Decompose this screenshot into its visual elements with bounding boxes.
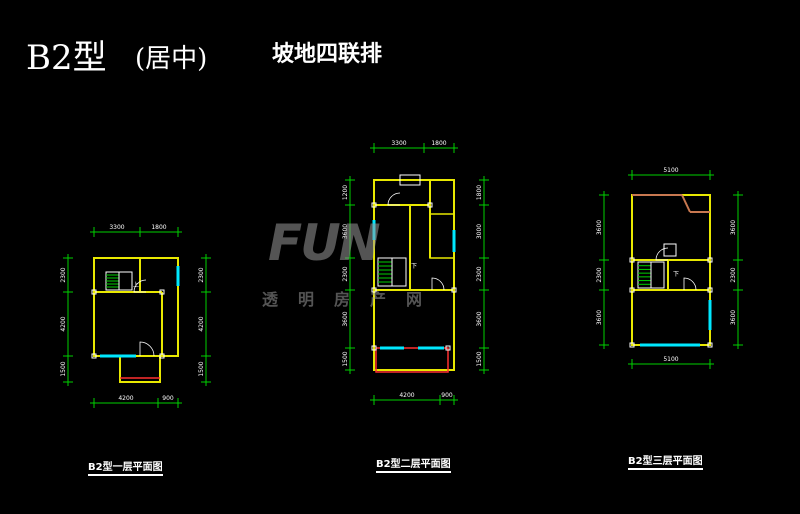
dimension-label: 4200: [198, 316, 205, 331]
column: [707, 257, 713, 263]
dimension-label: 2300: [342, 266, 349, 281]
caption-floor3: B2型三层平面图: [628, 452, 703, 470]
dimension-label: 1500: [476, 351, 483, 366]
balcony: [375, 347, 449, 373]
dimension-label: 2300: [596, 267, 603, 282]
fixture: [663, 243, 677, 257]
dimension-label: 1500: [198, 361, 205, 376]
door-swing: [683, 277, 697, 291]
dimension-label: 2300: [476, 266, 483, 281]
column: [629, 257, 635, 263]
door-swing: [139, 341, 155, 357]
dimension-label: 3600: [342, 311, 349, 326]
column: [445, 345, 451, 351]
exterior-wall: [373, 179, 455, 371]
dimension-label: 2300: [730, 267, 737, 282]
dimension-label: 5100: [663, 356, 678, 363]
bathroom: [429, 213, 455, 259]
house-type-title: 坡地四联排: [272, 42, 383, 67]
column: [451, 287, 457, 293]
dimension-label: 4200: [60, 316, 67, 331]
dimension-label: 4200: [118, 395, 133, 402]
dimension-label: 1800: [431, 140, 446, 147]
dimension-label: 900: [441, 392, 453, 399]
dimension-label: 2300: [198, 267, 205, 282]
column: [371, 202, 377, 208]
door-swing: [655, 247, 669, 261]
dimension-label: 3300: [109, 224, 124, 231]
model-position: (居中): [135, 44, 208, 74]
dimension-label: 3600: [342, 224, 349, 239]
exterior-wall: [93, 257, 179, 357]
dimension-label: 900: [162, 395, 174, 402]
column: [629, 287, 635, 293]
model-title: B2型: [26, 38, 107, 78]
column: [91, 289, 97, 295]
watermark-subtitle: 透明房产网: [262, 290, 443, 309]
dimension-label: 3600: [476, 311, 483, 326]
floor-plan-3: 下 5100 3600 2300 3600 3600 2300 3600 5100: [596, 167, 743, 369]
door-swing: [431, 277, 445, 291]
dimension-label: 1800: [151, 224, 166, 231]
dimension-label: 2300: [60, 267, 67, 282]
dimension-label: 1500: [60, 361, 67, 376]
stair-down-label: 下: [673, 271, 679, 278]
exterior-wall: [631, 194, 711, 346]
column: [159, 289, 165, 295]
dimension-label: 3600: [730, 220, 737, 235]
column: [707, 287, 713, 293]
dimension-label: 5100: [663, 167, 678, 174]
roof-terrace-edge: [681, 194, 691, 213]
door-swing: [133, 279, 147, 293]
column: [427, 202, 433, 208]
dimension-label: 1500: [342, 351, 349, 366]
dimension-label: 3600: [730, 310, 737, 325]
dimension-label: 3600: [596, 310, 603, 325]
dimension-label: 1200: [342, 185, 349, 200]
watermark-logo: FUN: [268, 214, 381, 272]
column: [629, 342, 635, 348]
top-balcony-door: [399, 174, 421, 186]
column: [159, 353, 165, 359]
column: [371, 345, 377, 351]
column: [371, 287, 377, 293]
caption-floor1: B2型一层平面图: [88, 458, 163, 476]
dimension-label: 4200: [399, 392, 414, 399]
column: [707, 342, 713, 348]
floor-plan-2: 下 3300 1800 1200 3600 2300 3600 1500 1800 3000 230…: [342, 140, 489, 405]
caption-floor2: B2型二层平面图: [376, 455, 451, 473]
dimension-label: 3000: [476, 224, 483, 239]
dimension-label: 3600: [596, 220, 603, 235]
dimension-label: 3300: [391, 140, 406, 147]
column: [91, 353, 97, 359]
watermark-logo-text: FUN: [268, 214, 381, 272]
stair-down-label: 下: [411, 263, 417, 270]
door-swing: [387, 192, 401, 206]
dimension-label: 1800: [476, 185, 483, 200]
